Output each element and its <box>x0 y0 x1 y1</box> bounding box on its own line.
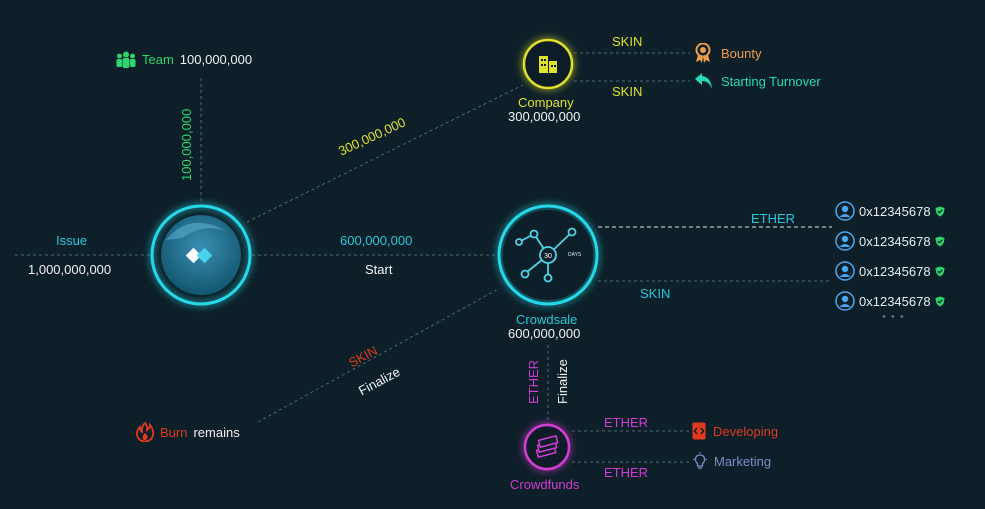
crowdsale-node: 30 DAYS <box>497 204 599 306</box>
issue-label: Issue <box>56 233 88 248</box>
more-indicator: • • • <box>882 311 905 323</box>
fire-icon <box>136 422 154 442</box>
marketing-row: Marketing <box>692 452 771 470</box>
turnover-label: Starting Turnover <box>721 73 821 89</box>
company-connector <box>246 84 524 223</box>
crowdfunds-node <box>523 423 571 471</box>
burn-row: Burn remains <box>136 422 240 442</box>
shield-check-icon <box>935 206 945 216</box>
issue-amount: 1,000,000,000 <box>28 262 112 277</box>
turnover-row: Starting Turnover <box>694 72 821 90</box>
developing-row: Developing <box>692 422 778 440</box>
shield-check-icon <box>935 296 945 306</box>
developing-edge-label: ETHER <box>604 415 649 430</box>
lightbulb-icon <box>693 452 707 469</box>
shield-check-icon <box>935 236 945 246</box>
team-label: Team <box>142 52 174 67</box>
burn-label: Burn <box>160 424 188 440</box>
user-icon <box>835 201 855 221</box>
address-text: 0x12345678 <box>859 203 931 219</box>
hub-node <box>150 204 252 306</box>
code-icon <box>692 422 706 440</box>
team-edge-amount: 100,000,000 <box>179 108 194 181</box>
address-row: 0x12345678 <box>835 261 945 281</box>
medal-icon <box>695 43 711 63</box>
marketing-edge-label: ETHER <box>604 465 649 480</box>
turnover-edge-label: SKIN <box>612 84 643 99</box>
developing-label: Developing <box>713 423 779 439</box>
address-text: 0x12345678 <box>859 293 931 309</box>
crowdsale-amount: 600,000,000 <box>508 326 581 341</box>
days-badge-number: 30 <box>544 253 552 260</box>
crowdfunds-label: Crowdfunds <box>510 477 580 492</box>
crowdsale-label: Crowdsale <box>516 312 578 327</box>
ether-out-label: ETHER <box>751 211 796 226</box>
crowdsale-down-ether-label: ETHER <box>526 359 541 404</box>
building-icon <box>539 56 557 73</box>
company-label: Company <box>518 95 574 110</box>
team-amount: 100,000,000 <box>179 52 253 67</box>
network-icon <box>515 227 577 283</box>
burn-connector <box>257 287 501 423</box>
address-text: 0x12345678 <box>859 263 931 279</box>
company-node <box>522 38 574 90</box>
user-icon <box>835 261 855 281</box>
address-text: 0x12345678 <box>859 233 931 249</box>
address-row: 0x12345678 <box>835 201 945 221</box>
team-row: Team 100,000,000 <box>116 51 252 68</box>
bounty-row: Bounty <box>694 43 761 63</box>
days-badge-unit: DAYS <box>568 252 582 258</box>
shield-check-icon <box>935 266 945 276</box>
skin-out-label: SKIN <box>640 286 671 301</box>
team-icon <box>116 51 136 68</box>
bounty-label: Bounty <box>721 45 762 61</box>
return-arrow-icon <box>695 73 712 89</box>
crowdsale-edge-amount: 600,000,000 <box>340 233 413 248</box>
burn-label-rest: remains <box>193 424 240 440</box>
crowdsale-down-finalize-label: Finalize <box>555 359 570 404</box>
user-icon <box>835 291 855 311</box>
address-row: 0x12345678 <box>835 291 945 311</box>
user-icon <box>835 231 855 251</box>
bounty-edge-label: SKIN <box>612 34 643 49</box>
company-amount: 300,000,000 <box>508 109 581 124</box>
address-row: 0x12345678 <box>835 231 945 251</box>
money-stack-icon <box>535 434 559 459</box>
marketing-label: Marketing <box>714 453 772 469</box>
crowdsale-edge-label: Start <box>365 262 393 277</box>
